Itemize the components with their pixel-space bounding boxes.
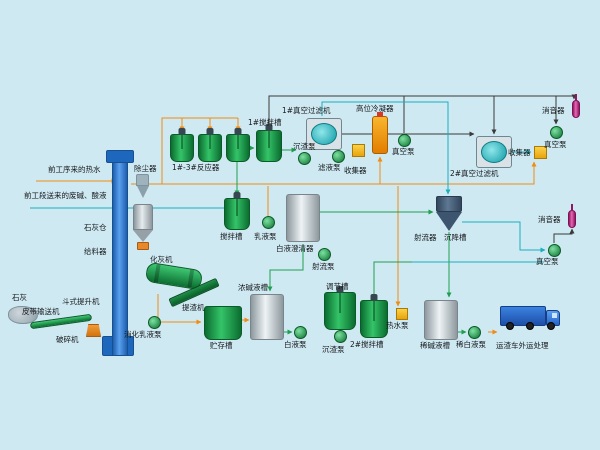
feeder-label: 给料器 (84, 247, 107, 256)
jet-pump-label: 射流泵 (312, 262, 335, 271)
feeder (137, 242, 149, 250)
reactor-2 (198, 134, 222, 162)
white-liquor-clarifier-label: 白液澄清器 (276, 244, 314, 253)
vacuum-pump-2-label: 真空泵 (544, 140, 567, 149)
vacuum-pump-3-label: 真空泵 (536, 257, 559, 266)
collector-1 (352, 144, 365, 157)
strong-alkali-tank-label: 浓碱液槽 (238, 283, 268, 292)
digestion-emulsion-pump (148, 316, 161, 329)
vacuum-pump-1 (398, 134, 411, 147)
waste-liquor-inlet-label: 前工段送来的废碱、酸液 (24, 191, 107, 200)
dust-collector-body (136, 174, 149, 186)
white-liquor-clarifier (286, 194, 320, 242)
storage-tank-label: 贮存槽 (210, 341, 233, 350)
muffler-1-label: 消音器 (542, 106, 565, 115)
muffler-2 (568, 210, 576, 228)
lime-silo (133, 204, 153, 242)
vacuum-filter-1 (306, 118, 342, 150)
mixing-tank-2-label: 2#搅拌槽 (350, 340, 384, 349)
truck-cargo-box (500, 306, 546, 326)
truck-wheel (547, 322, 555, 330)
lime-slaker-label: 化灰机 (150, 255, 173, 264)
dilute-white-liquor-pump (468, 326, 481, 339)
crusher-label: 破碎机 (56, 335, 79, 344)
sediment-pump-2-label: 沉渣泵 (322, 345, 345, 354)
truck-wheel (526, 322, 534, 330)
crusher (86, 324, 101, 337)
dilute-white-liquor-pump-label: 稀白液泵 (456, 340, 486, 349)
storage-tank (204, 306, 242, 340)
filtrate-pump-label: 滤液泵 (318, 163, 341, 172)
vacuum-pump-2 (550, 126, 563, 139)
vacuum-filter-2-label: 2#真空过滤机 (450, 169, 499, 178)
reactor-3 (226, 134, 250, 162)
dust-collector-cone (136, 186, 149, 198)
dilute-alkali-tank (424, 300, 458, 340)
sediment-pump-2 (334, 330, 347, 343)
collector-2 (534, 146, 547, 159)
white-liquor-pump (294, 326, 307, 339)
regulating-tank (324, 292, 356, 330)
strong-alkali-tank (250, 294, 284, 340)
jet-device-label: 射流器 (414, 233, 437, 242)
mixing-tank-1-label: 1#搅拌槽 (248, 118, 282, 127)
hot-water-inlet-label: 前工序来的热水 (48, 165, 101, 174)
reactors-label: 1#-3#反应器 (172, 163, 220, 172)
bucket-elevator-column (112, 160, 128, 356)
settling-tank-label: 沉降槽 (444, 233, 467, 242)
digestion-emulsion-pump-label: 消化乳液泵 (124, 330, 162, 339)
mixing-tank-2 (360, 300, 388, 338)
lime-pile (8, 306, 38, 324)
filtrate-pump (332, 150, 345, 163)
bucket-elevator-label: 斗式提升机 (62, 297, 100, 306)
truck-wheel (506, 322, 514, 330)
lime-label: 石灰 (12, 293, 27, 302)
regulating-tank-label: 调节槽 (326, 282, 349, 291)
lime-silo-body (133, 204, 153, 230)
slag-extractor-label: 提渣机 (182, 303, 205, 312)
hot-water-pump-label: 热水泵 (386, 321, 409, 330)
high-level-condenser-label: 高位冷凝器 (356, 104, 394, 113)
settling-tank-body (436, 196, 462, 212)
mixing-tank-1 (256, 130, 282, 162)
vacuum-pump-3 (548, 244, 561, 257)
muffler-1 (572, 100, 580, 118)
dust-collector-label: 除尘器 (134, 164, 157, 173)
vacuum-filter-2 (476, 136, 512, 168)
hot-water-pump (396, 308, 408, 320)
vacuum-filter-1-label: 1#真空过滤机 (282, 106, 331, 115)
mixing-tank (224, 198, 250, 230)
belt-conveyor-label: 皮带输送机 (22, 307, 60, 316)
high-level-condenser (372, 116, 388, 154)
white-liquor-pump-label: 白液泵 (284, 340, 307, 349)
collector-1-label: 收集器 (344, 166, 367, 175)
emulsion-pump (262, 216, 275, 229)
slag-truck-label: 运渣车外运处理 (496, 341, 549, 350)
reactor-1 (170, 134, 194, 162)
emulsion-pump-label: 乳液泵 (254, 232, 277, 241)
vacuum-pump-1-label: 真空泵 (392, 147, 415, 156)
dust-collector (136, 174, 149, 198)
bucket-elevator-head (106, 150, 134, 163)
dilute-alkali-tank-label: 稀碱液槽 (420, 341, 450, 350)
lime-silo-cone (133, 230, 153, 242)
jet-settling-tank (436, 196, 462, 231)
settling-tank-cone (436, 212, 462, 231)
jet-pump (318, 248, 331, 261)
sediment-pump-1 (298, 152, 311, 165)
muffler-2-label: 消音器 (538, 215, 561, 224)
mixing-tank-label: 搅拌槽 (220, 232, 243, 241)
lime-silo-label: 石灰仓 (84, 223, 107, 232)
sediment-pump-1-label: 沉渣泵 (293, 142, 316, 151)
collector-2-label: 收集器 (508, 148, 531, 157)
